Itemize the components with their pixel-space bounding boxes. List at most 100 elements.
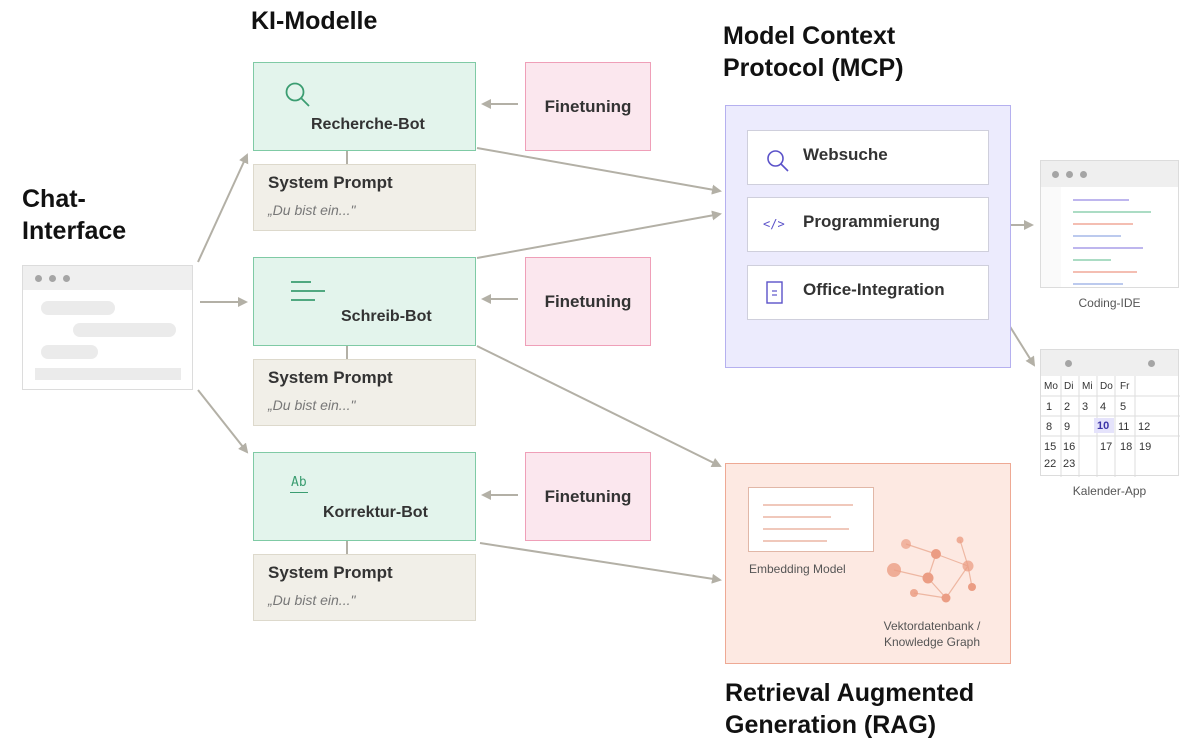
calendar-date: 5	[1120, 401, 1127, 413]
window-dot	[63, 275, 70, 282]
system-prompt-box: System Prompt „Du bist ein..."	[253, 359, 476, 426]
search-icon	[285, 82, 310, 107]
arrow-chat-to-korrektur	[197, 389, 249, 454]
system-prompt-quote: „Du bist ein..."	[268, 397, 356, 413]
system-prompt-title: System Prompt	[268, 563, 393, 582]
coding-ide-caption: Coding-IDE	[1078, 296, 1141, 310]
calendar-day-header: Mo	[1044, 381, 1058, 392]
finetuning-label: Finetuning	[544, 486, 632, 506]
coding-ide-window	[1040, 160, 1179, 288]
schreib-bot-box: Schreib-Bot	[253, 257, 476, 346]
vector-db-line2: Knowledge Graph	[883, 635, 981, 649]
calendar-grid	[1041, 376, 1180, 477]
text-lines-icon	[291, 281, 325, 301]
system-prompt-title: System Prompt	[268, 368, 393, 387]
korrektur-bot-box: Ab Korrektur-Bot	[253, 452, 476, 541]
system-prompt-title: System Prompt	[268, 173, 393, 192]
recherche-bot-box: Recherche-Bot	[253, 62, 476, 151]
chat-window	[22, 265, 193, 390]
window-dot	[1080, 171, 1087, 178]
system-prompt-box: System Prompt „Du bist ein..."	[253, 554, 476, 621]
calendar-day-header: Fr	[1120, 381, 1130, 392]
calendar-date-today: 10	[1097, 420, 1110, 432]
arrow-schreib-to-rag	[476, 345, 722, 467]
finetuning-label: Finetuning	[544, 291, 632, 311]
calendar-date: 16	[1063, 441, 1076, 453]
ide-titlebar	[1041, 161, 1178, 187]
mcp-heading-line2: Protocol (MCP)	[723, 54, 904, 82]
ide-editor	[1061, 187, 1178, 287]
mcp-tool-office: Office-Integration	[747, 265, 989, 320]
calendar-date: 9	[1064, 421, 1071, 433]
chat-heading-line2: Interface	[22, 217, 127, 245]
calendar-date: 11	[1118, 421, 1130, 433]
rag-heading-line1: Retrieval Augmented	[725, 679, 975, 707]
knowledge-graph-icon	[887, 536, 976, 603]
chat-bubble	[73, 323, 176, 337]
window-dot	[1052, 171, 1059, 178]
arrow-recherche-to-mcp	[476, 147, 722, 195]
calendar-highlight	[1094, 418, 1114, 433]
ab-icon: Ab	[290, 475, 308, 493]
window-dot	[35, 275, 42, 282]
calendar-day-header: Do	[1100, 381, 1113, 392]
chat-input-bar	[35, 368, 181, 380]
office-integration-label: Office-Integration	[803, 280, 945, 299]
calendar-window: Mo Di Mi Do Fr 1 2 3 4 5 8 9 10 11 12 15…	[1040, 349, 1180, 477]
chat-heading: Chat- Interface	[22, 183, 126, 247]
calendar-date: 1	[1046, 401, 1053, 413]
chat-bubble	[41, 345, 98, 359]
calendar-date: 18	[1120, 441, 1133, 453]
calendar-date: 12	[1138, 421, 1151, 433]
mcp-tool-programmierung: </> Programmierung	[747, 197, 989, 252]
embedding-model-label: Embedding Model	[749, 562, 846, 576]
arrow-korrektur-to-rag	[479, 542, 722, 584]
window-dot	[49, 275, 56, 282]
chat-heading-line1: Chat-	[22, 185, 86, 213]
calendar-caption: Kalender-App	[1072, 484, 1147, 498]
finetuning-box: Finetuning	[525, 257, 651, 346]
system-prompt-quote: „Du bist ein..."	[268, 592, 356, 608]
document-lines	[763, 504, 853, 542]
websuche-label: Websuche	[803, 145, 888, 164]
calendar-day-header: Di	[1064, 381, 1074, 392]
chat-bubble	[41, 301, 115, 315]
finetuning-box: Finetuning	[525, 62, 651, 151]
schreib-bot-label: Schreib-Bot	[341, 308, 432, 325]
calendar-day-header: Mi	[1082, 381, 1093, 392]
chat-window-titlebar	[23, 266, 192, 290]
window-dot	[1148, 360, 1155, 367]
calendar-date: 4	[1100, 401, 1107, 413]
code-lines	[1073, 199, 1151, 285]
korrektur-bot-label: Korrektur-Bot	[323, 504, 428, 521]
arrow-chat-to-recherche	[197, 153, 249, 263]
mcp-tool-websuche: Websuche	[747, 130, 989, 185]
search-icon	[767, 150, 789, 172]
arrow-schreib-to-mcp	[476, 210, 722, 259]
code-icon: </>	[763, 217, 785, 231]
system-prompt-box: System Prompt „Du bist ein..."	[253, 164, 476, 231]
models-heading: KI-Modelle	[251, 7, 378, 35]
calendar-date: 8	[1046, 421, 1053, 433]
vector-db-label: Vektordatenbank / Knowledge Graph	[866, 618, 998, 650]
mcp-heading: Model Context Protocol (MCP)	[723, 20, 904, 84]
calendar-date: 3	[1082, 401, 1089, 413]
calendar-titlebar	[1041, 350, 1178, 376]
recherche-bot-label: Recherche-Bot	[311, 116, 425, 133]
calendar-date: 17	[1100, 441, 1113, 453]
document-icon	[766, 281, 783, 304]
calendar-date: 23	[1063, 458, 1076, 470]
window-dot	[1065, 360, 1072, 367]
rag-heading-line2: Generation (RAG)	[725, 711, 937, 739]
finetuning-label: Finetuning	[544, 96, 632, 116]
calendar-date: 22	[1044, 458, 1057, 470]
mcp-heading-line1: Model Context	[723, 22, 896, 50]
programmierung-label: Programmierung	[803, 212, 940, 231]
embedding-model-doc	[748, 487, 874, 552]
system-prompt-quote: „Du bist ein..."	[268, 202, 356, 218]
window-dot	[1066, 171, 1073, 178]
rag-container: Embedding Model Vektordatenbank / Kno	[725, 463, 1011, 664]
rag-heading: Retrieval Augmented Generation (RAG)	[725, 677, 974, 741]
calendar-date: 2	[1064, 401, 1071, 413]
calendar-date: 15	[1044, 441, 1057, 453]
